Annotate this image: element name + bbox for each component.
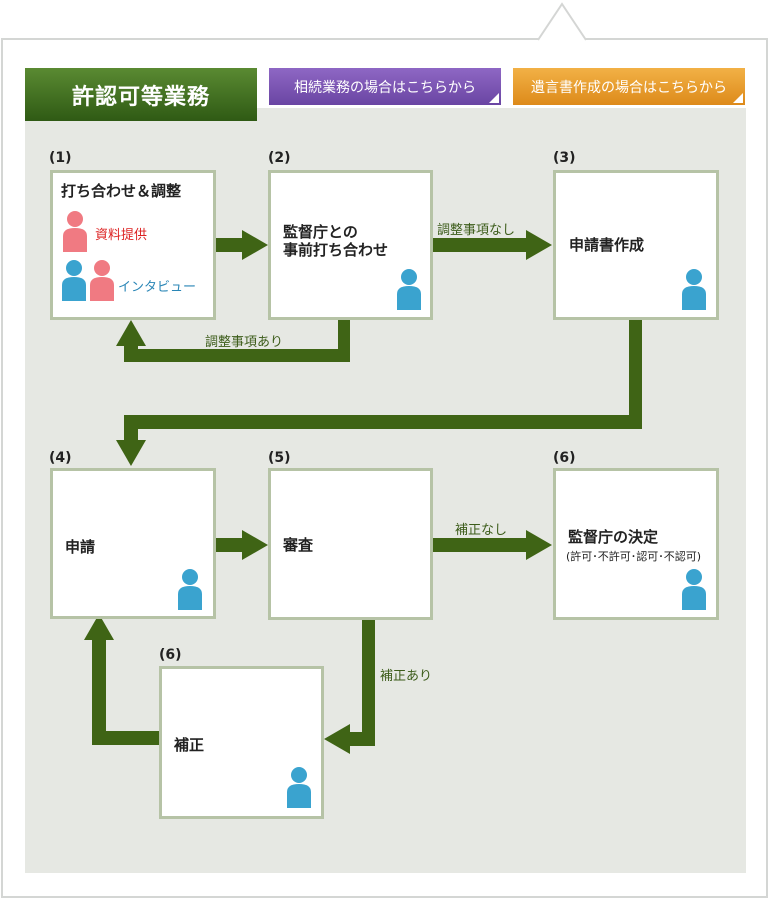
person-blue-icon [62,260,86,301]
step-5-box [268,468,433,620]
step-1-number: (1) [49,150,72,166]
flow-label-with-correction: 補正あり [380,669,433,684]
person-blue-icon [397,269,421,310]
step-6-subtitle: (許可･不許可･認可･不認可) [566,550,702,563]
step-3-number: (3) [553,150,576,166]
step-6-title: 監督庁の決定 [568,528,659,546]
arrow-2-to-3 [433,230,552,260]
person-blue-icon [287,767,311,808]
person-red-icon [90,260,114,301]
step-5-number: (5) [268,450,291,466]
frame-notch [537,2,587,42]
arrow-correction-to-4 [84,614,160,745]
step-2-title-line2: 事前打ち合わせ [283,241,389,259]
step-5-title: 審査 [283,536,314,554]
flow-label-no-correction: 補正なし [455,523,508,538]
will-link-label: 遺言書作成の場合はこちらから [531,79,727,96]
arrow-5-to-correction [324,620,375,754]
step-4-title: 申請 [65,538,96,556]
step-4-number: (4) [49,450,72,466]
step-2-number: (2) [268,150,291,166]
person-red-icon [63,211,87,252]
flow-label-no-adjustment: 調整事項なし [437,223,516,238]
step-3-title: 申請書作成 [569,236,645,254]
arrow-3-to-4 [116,320,642,466]
page-title: 許認可等業務 [25,68,257,121]
person-blue-icon [682,269,706,310]
arrow-5-to-6 [433,530,552,560]
flow-label-with-adjustment: 調整事項あり [205,335,284,350]
step-1-title: 打ち合わせ＆調整 [61,182,182,200]
step-2-title-line1: 監督庁との [283,223,358,241]
arrow-4-to-5 [216,530,268,560]
step-6-number: (6) [553,450,576,466]
arrow-1-to-2 [216,230,268,260]
item-materials-label: 資料提供 [95,228,148,243]
inheritance-link-label: 相続業務の場合はこちらから [294,79,476,96]
person-blue-icon [178,569,202,610]
corner-arrow-icon [489,93,499,103]
person-blue-icon [682,569,706,610]
will-link-button[interactable]: 遺言書作成の場合はこちらから [513,68,745,105]
corner-arrow-icon [733,93,743,103]
item-interview-label: インタビュー [118,280,197,295]
arrow-2-to-1 [116,320,350,362]
correction-step-number: (6) [159,647,182,663]
inheritance-link-button[interactable]: 相続業務の場合はこちらから [269,68,501,105]
correction-step-title: 補正 [174,736,205,754]
